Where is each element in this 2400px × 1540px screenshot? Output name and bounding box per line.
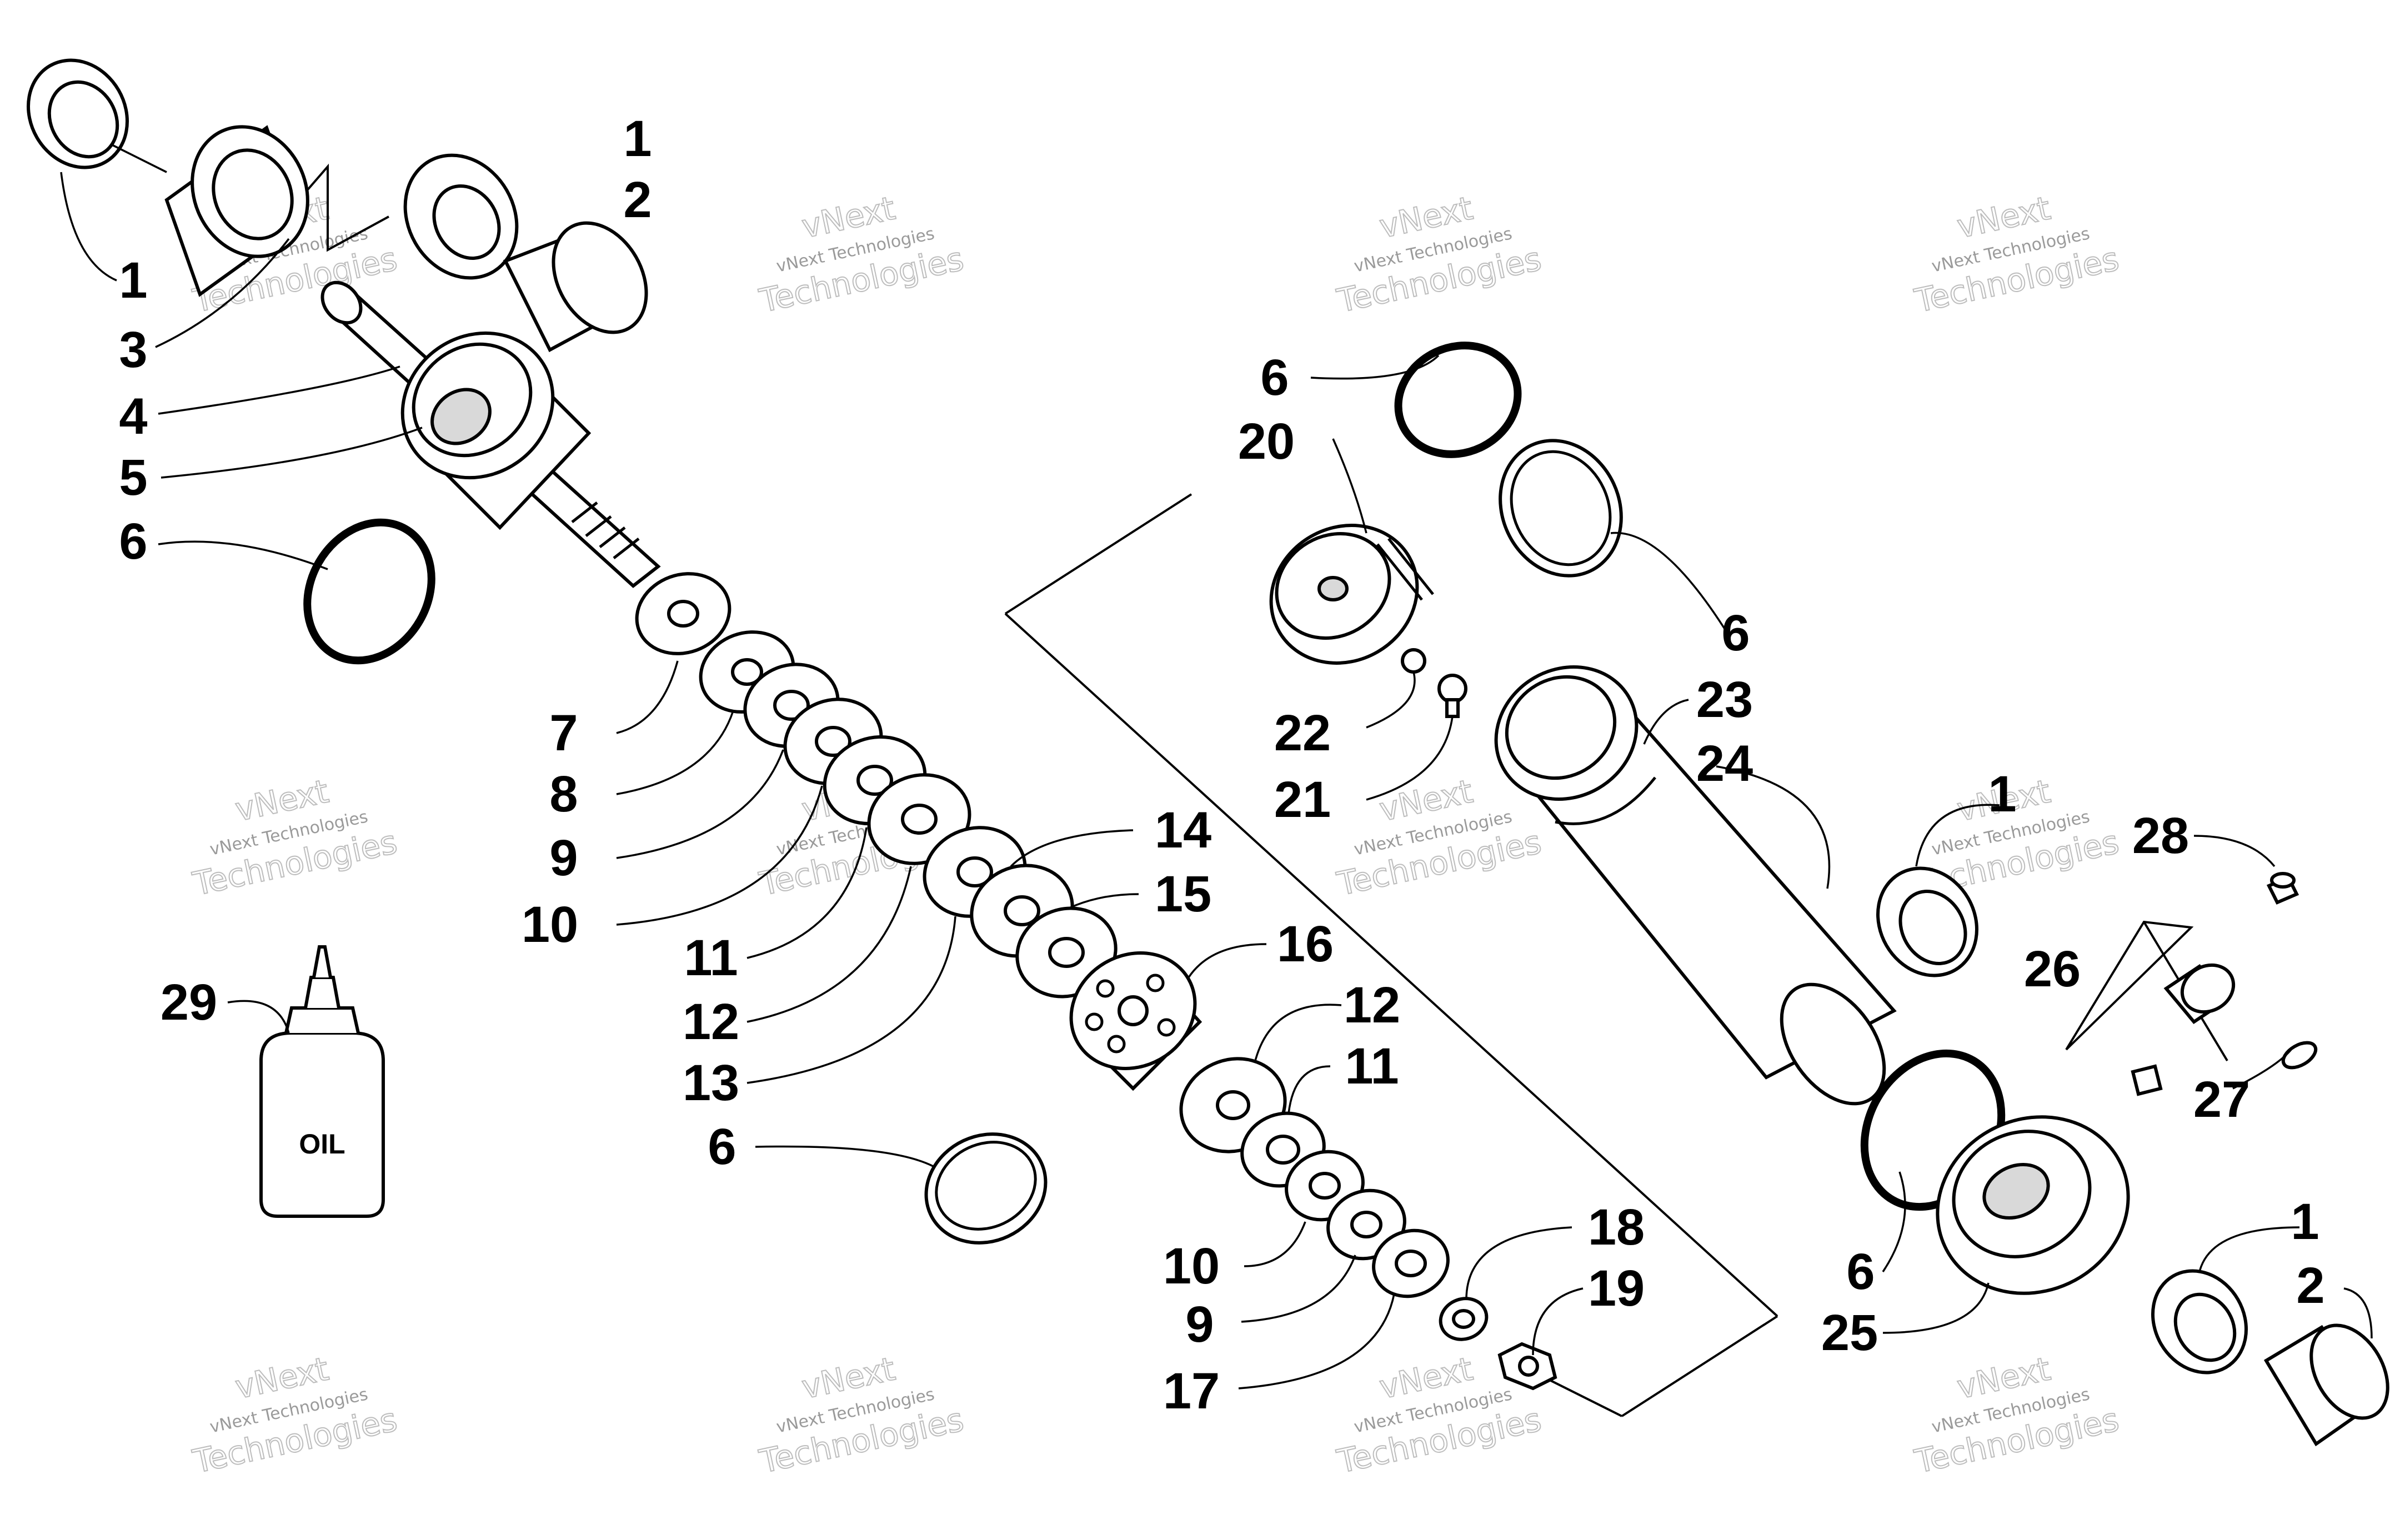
callout-1: 1 [623,111,652,167]
lower-washer-stack [1179,1057,1450,1298]
callout-7: 7 [549,705,578,761]
small-washer [1439,1297,1489,1341]
callout-10: 10 [1163,1238,1220,1295]
callout-11: 11 [684,930,738,986]
washer-stack [635,572,1118,999]
piston-nut [1497,1342,1557,1391]
spacer-bottom-right [2263,1323,2389,1447]
piston-band [924,1132,1048,1245]
watermark: vNext vNext Technologies Technologies [1333,188,1545,320]
watermark: vNext vNext Technologies Technologies [1333,771,1545,904]
spacer-top [503,221,648,353]
bushing-reservoir [1876,866,1978,977]
callout-5: 5 [119,449,147,506]
bushing-bottom-right [2151,1269,2248,1375]
oil-bottle: OIL [259,945,385,1218]
callout-20: 20 [1238,413,1295,470]
callout-10: 10 [522,896,578,953]
callout-1: 1 [2291,1193,2319,1250]
callout-4: 4 [119,388,147,445]
piston [1069,951,1202,1091]
callout-22: 22 [1274,705,1331,761]
callout-6: 6 [708,1118,736,1175]
callout-9: 9 [549,830,578,886]
callout-11: 11 [1345,1038,1399,1095]
callout-9: 9 [1185,1296,1214,1353]
adjuster-assembly [2131,963,2236,1096]
reservoir-band [1499,439,1623,578]
schrader-valve [1437,674,1467,718]
callout-6: 6 [1260,349,1289,406]
callout-16: 16 [1277,916,1334,972]
callout-1: 1 [1988,766,2016,822]
watermark: vNext vNext Technologies Technologies [755,1349,968,1481]
callout-2: 2 [2296,1257,2324,1314]
callout-21: 21 [1274,771,1331,828]
watermark: vNext vNext Technologies Technologies [755,188,968,320]
callout-14: 14 [1155,802,1211,859]
callout-8: 8 [549,766,578,822]
eyelet-body [1936,1115,2130,1295]
callout-1: 1 [119,252,147,309]
top-mount-bracket [290,163,389,252]
watermark: vNext vNext Technologies Technologies [189,1349,401,1481]
callout-23: 23 [1696,671,1753,728]
reservoir-end-cap [1269,524,1434,665]
callout-12: 12 [1344,977,1400,1034]
callout-15: 15 [1155,866,1211,922]
callout-6: 6 [1721,605,1750,661]
watermark: vNext vNext Technologies Technologies [1911,188,2123,320]
callout-2: 2 [623,172,652,228]
watermark: vNext vNext Technologies Technologies [1911,1349,2123,1481]
retaining-clip [2281,1041,2318,1070]
callout-6: 6 [1846,1243,1875,1300]
adjuster-cap [2266,872,2299,905]
callout-19: 19 [1588,1260,1645,1317]
o-ring-reservoir-top [1394,342,1522,458]
assembly-brackets [290,163,2228,1417]
callout-6: 6 [119,513,147,570]
small-o-ring-seal [1401,648,1426,674]
callout-29: 29 [161,974,217,1031]
bushing-top-right [403,153,519,280]
callout-26: 26 [2024,941,2081,997]
leader-lines [60,143,2373,1389]
o-ring-left [303,518,435,665]
callout-13: 13 [683,1055,739,1111]
parts: OIL [27,58,2389,1447]
oil-bottle-label: OIL [299,1128,345,1160]
callout-3: 3 [119,322,147,378]
callout-17: 17 [1163,1363,1220,1419]
callout-labels: 1 1 2 3 4 5 6 7 8 9 10 11 12 13 6 14 15 … [119,111,2324,1419]
callout-12: 12 [683,994,739,1050]
callout-24: 24 [1696,735,1753,792]
callout-18: 18 [1588,1199,1645,1256]
reservoir-body [1494,665,1897,1106]
callout-27: 27 [2193,1071,2250,1128]
watermark: vNext vNext Technologies Technologies [189,771,401,904]
bushing-top-left [27,58,129,169]
callout-28: 28 [2132,807,2189,864]
callout-25: 25 [1821,1305,1878,1361]
seal-head [400,331,592,530]
reservoir-bracket [1004,493,1778,1417]
